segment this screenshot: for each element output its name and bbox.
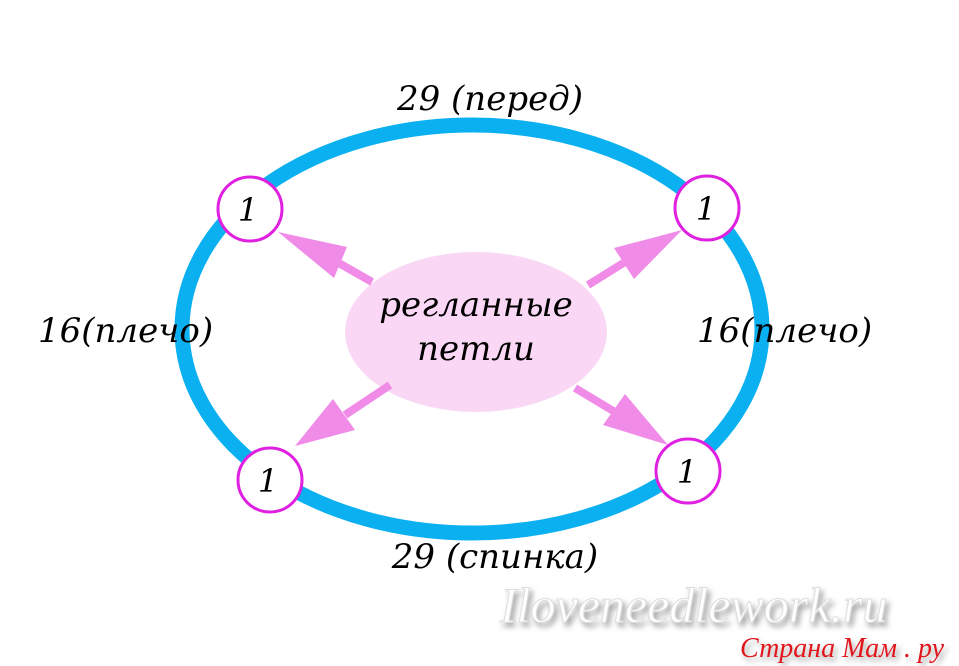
arrow-top-left — [278, 232, 374, 286]
raglan-count: 1 — [677, 453, 697, 491]
arrow-top-right — [585, 230, 682, 289]
label-shoulder-left: 16(плечо) — [38, 311, 213, 351]
label-shoulder-right: 16(плечо) — [697, 311, 872, 351]
raglan-count: 1 — [696, 190, 716, 228]
label-back: 29 (спинка) — [391, 537, 598, 577]
arrow-bottom-left — [295, 381, 393, 446]
arrows — [278, 230, 682, 446]
raglan-count: 1 — [238, 191, 258, 229]
label-front: 29 (перед) — [396, 79, 583, 119]
raglan-point-bottom-right: 1 — [654, 437, 722, 505]
raglan-point-bottom-left: 1 — [236, 446, 304, 514]
raglan-count: 1 — [258, 462, 278, 500]
watermark-site: Iloveneedlework.ru — [499, 577, 887, 633]
center-ellipse — [345, 252, 607, 412]
raglan-point-top-left: 1 — [216, 175, 284, 243]
center-label-line2: петли — [417, 329, 535, 369]
center-label-line1: регланные — [379, 285, 573, 325]
raglan-point-top-right: 1 — [673, 174, 741, 242]
watermark-brand: Страна Мам . ру — [740, 633, 945, 664]
arrow-bottom-right — [572, 384, 668, 445]
neckline-ring — [174, 117, 770, 541]
